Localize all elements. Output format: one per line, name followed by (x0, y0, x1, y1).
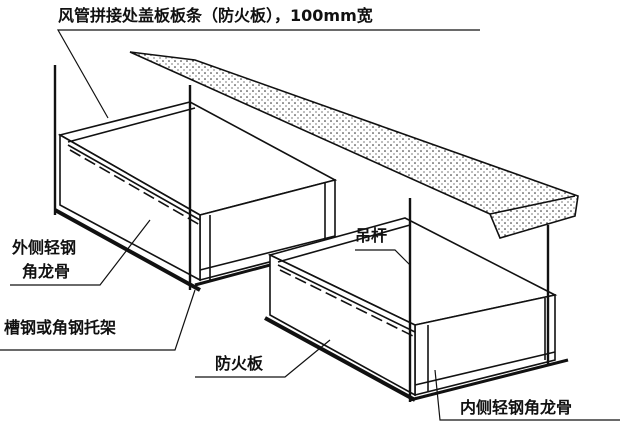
right-duct (264, 217, 569, 402)
cover-strip-label: 风管拼接处盖板板条（防火板），100mm宽 (58, 6, 373, 25)
bracket-label: 槽钢或角钢托架 (4, 318, 117, 337)
outer-angle-label-line1: 外侧轻钢 (12, 238, 77, 257)
hanger-rod-label: 吊杆 (355, 226, 388, 245)
inner-angle-label: 内侧轻钢角龙骨 (460, 398, 573, 417)
outer-angle-label-line2: 角龙骨 (22, 262, 71, 281)
leader-lines (0, 29, 620, 421)
left-duct (54, 101, 346, 292)
hanger-rods (53, 65, 550, 402)
fireproof-board-label: 防火板 (215, 354, 264, 373)
